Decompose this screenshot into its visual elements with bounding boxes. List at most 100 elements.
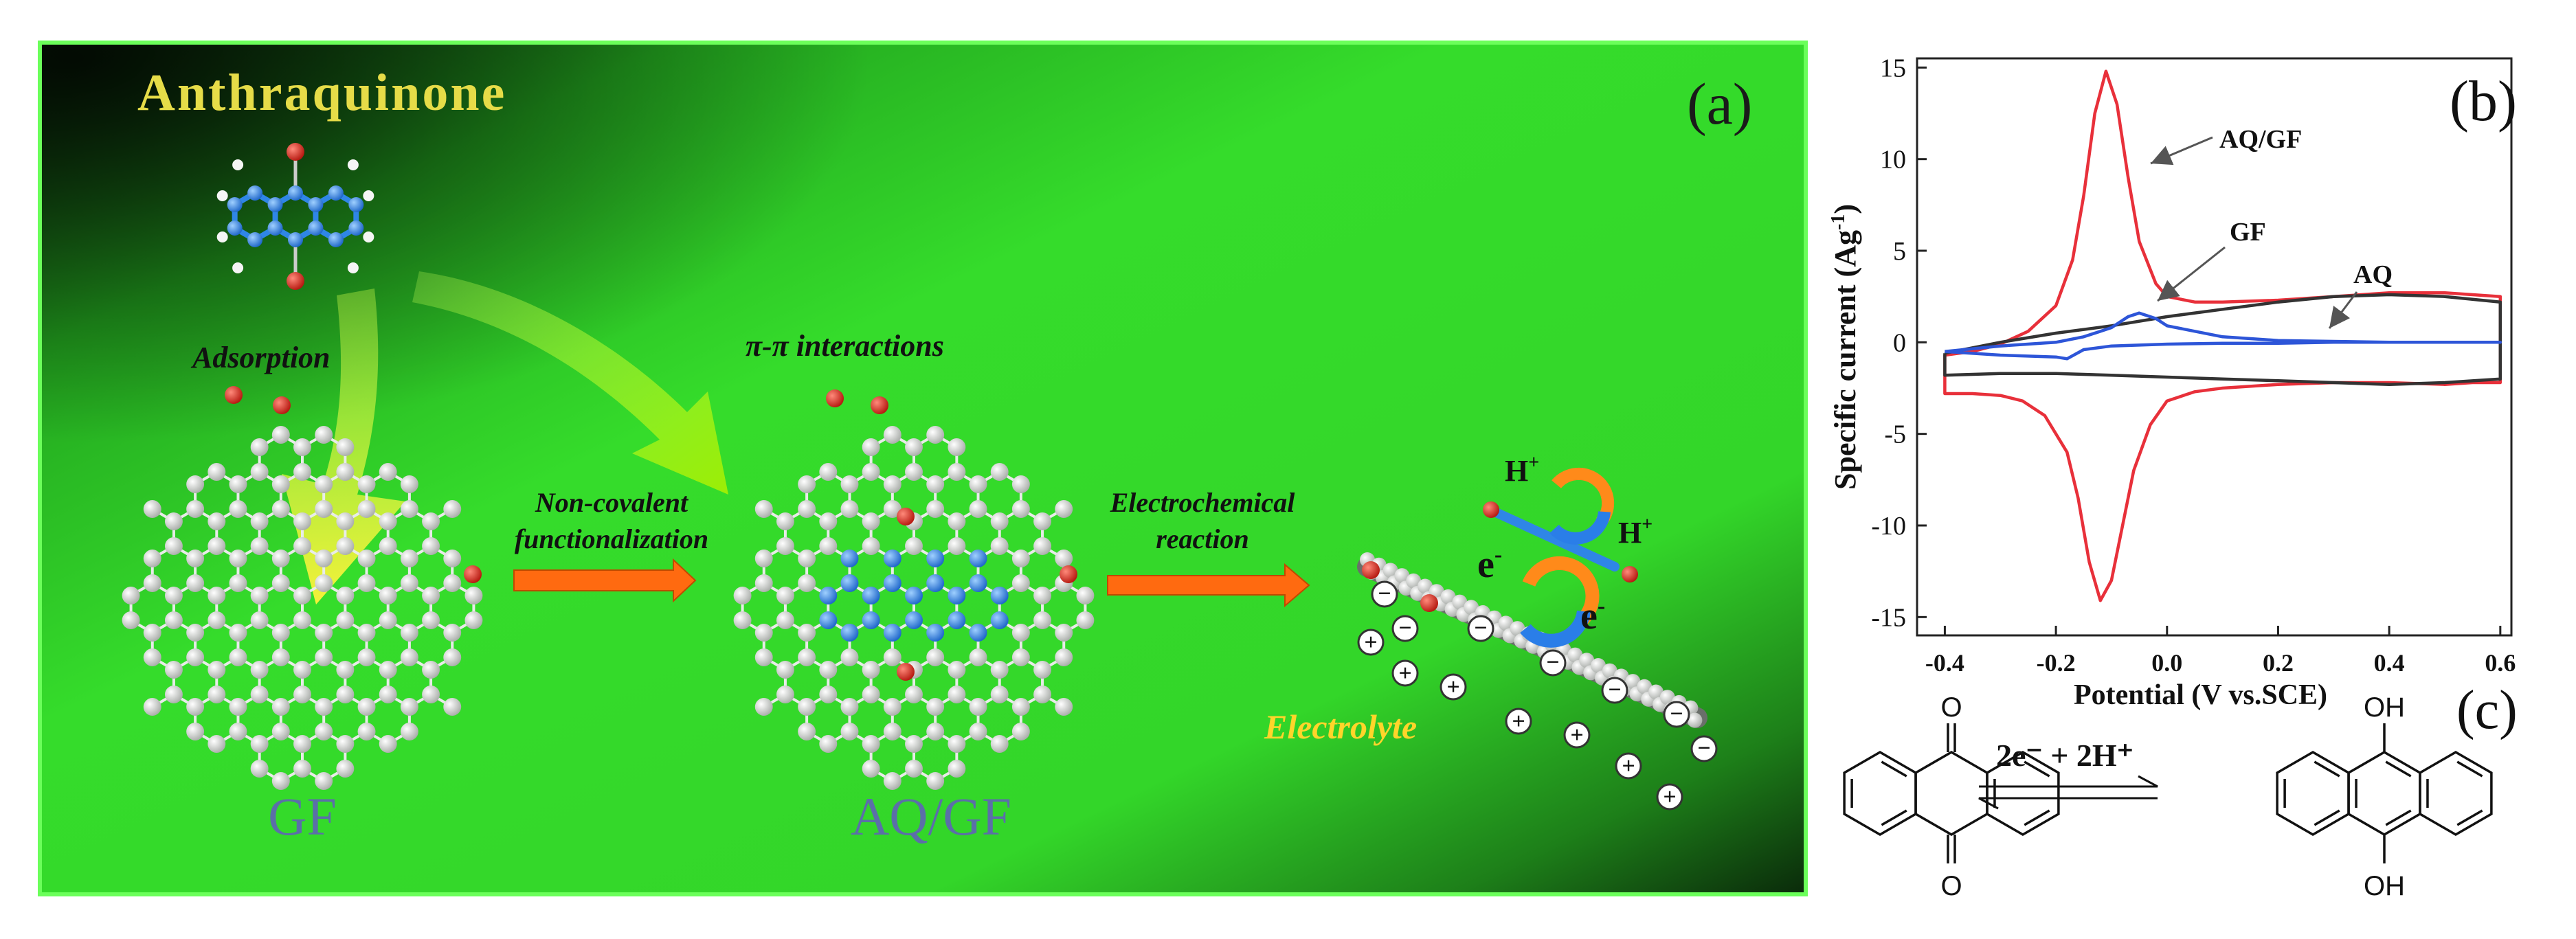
electrode-atom <box>1579 653 1595 668</box>
oxygen-atom <box>897 508 915 525</box>
electrode-atom <box>1637 679 1653 694</box>
carbon-atom <box>926 723 945 740</box>
carbon-atom <box>422 537 440 555</box>
x-tick-label: -0.4 <box>1925 649 1964 677</box>
carbon-atom <box>798 574 816 592</box>
electrode-atom <box>1602 663 1617 679</box>
molecule-hydrogen <box>232 159 244 170</box>
substituent-bottom: OH <box>2364 871 2405 901</box>
molecule-hydrogen <box>216 231 228 242</box>
molecule-carbon <box>328 185 344 201</box>
carbon-atom <box>422 611 440 629</box>
carbon-atom <box>400 624 418 642</box>
carbon-atom <box>357 550 376 567</box>
carbon-atom <box>1055 550 1073 567</box>
annotation-label: AQ <box>2353 260 2393 289</box>
y-tick-label: -10 <box>1871 512 1906 541</box>
ring <box>2276 750 2350 837</box>
carbon-atom <box>883 500 901 518</box>
carbon-atom <box>250 611 269 629</box>
carbon-atom <box>1033 611 1052 629</box>
carbon-atom <box>315 426 333 444</box>
carbon-atom <box>840 475 859 493</box>
carbon-atom <box>969 500 987 518</box>
carbon-atom <box>883 426 901 444</box>
molecule-carbon <box>227 197 243 212</box>
carbon-atom <box>969 475 987 493</box>
annotation-arrow <box>2328 291 2358 329</box>
carbon-atom-aq <box>819 611 838 629</box>
electron-label-1: e- <box>1477 542 1502 586</box>
electrolyte-ions: −−−−−−−+++++++ <box>1357 580 1718 811</box>
ring <box>2347 750 2421 837</box>
double-bond <box>2024 809 2050 826</box>
carbon-atom <box>315 574 333 592</box>
carbon-atom <box>271 698 290 716</box>
oxygen-atom <box>464 565 482 583</box>
carbon-atom <box>208 587 226 604</box>
carbon-atom <box>948 760 966 778</box>
carbon-atom-aq <box>990 611 1009 629</box>
carbon-atom <box>229 648 247 666</box>
x-tick-label: 0.6 <box>2485 649 2516 677</box>
reaction-label-2: reaction <box>1156 523 1249 554</box>
carbon-atom <box>798 475 816 493</box>
carbon-atom <box>733 611 752 629</box>
gf-label: GF <box>268 787 337 846</box>
molecule-hydrogen <box>216 190 228 201</box>
anion-sign: − <box>1546 650 1559 675</box>
series-aq <box>1945 311 2502 361</box>
carbon-atom <box>840 698 859 716</box>
double-bond <box>2385 760 2412 778</box>
electrode-atom <box>1394 568 1410 584</box>
adsorbed-aq <box>1483 501 1638 582</box>
carbon-atom <box>1011 550 1030 567</box>
carbon-atom <box>948 512 966 530</box>
x-tick-label: 0.4 <box>2374 649 2405 677</box>
carbon-atom <box>862 686 880 703</box>
carbon-atom <box>969 698 987 716</box>
carbon-atom <box>336 537 355 555</box>
carbon-atom <box>293 686 311 703</box>
carbon-atom <box>208 463 226 481</box>
carbon-atom <box>315 624 333 642</box>
carbon-atom <box>122 587 140 604</box>
carbon-atom <box>1011 475 1030 493</box>
carbon-atom <box>840 648 859 666</box>
panel-b-label: (b) <box>2450 69 2517 133</box>
carbon-atom <box>883 698 901 716</box>
cation-sign: + <box>1512 709 1525 734</box>
carbon-atom <box>293 760 311 778</box>
carbon-atom <box>336 512 355 530</box>
carbon-atom <box>776 587 794 604</box>
carbon-atom <box>1011 574 1030 592</box>
carbon-atom <box>250 661 269 679</box>
carbon-atom <box>443 574 462 592</box>
electrode-atom <box>1648 684 1664 700</box>
carbon-atom <box>315 500 333 518</box>
carbon-atom-aq <box>883 624 901 642</box>
electrode-atom <box>1591 658 1606 673</box>
double-bond <box>1881 760 1907 778</box>
carbon-atom <box>862 661 880 679</box>
carbon-atom <box>122 611 140 629</box>
carbon-atom <box>948 438 966 456</box>
molecule-oxygen <box>287 272 304 290</box>
carbon-atom-aq <box>819 587 838 604</box>
carbon-atom <box>143 698 161 716</box>
reaction-arrow <box>1107 563 1310 608</box>
panel-a: (a) Anthraquinone Adsorption π-π interac… <box>38 41 1808 896</box>
carbon-atom <box>862 735 880 753</box>
cation <box>1656 783 1683 811</box>
carbon-atom <box>315 648 333 666</box>
carbon-atom <box>357 698 376 716</box>
functionalization-label-2: functionalization <box>515 523 708 554</box>
anthraquinone-title: Anthraquinone <box>137 64 506 122</box>
anthraquinone-molecule <box>216 143 374 290</box>
carbon-atom <box>422 686 440 703</box>
carbon-atom <box>208 661 226 679</box>
cation <box>1357 629 1385 656</box>
electrode-oxygen <box>1420 594 1438 612</box>
